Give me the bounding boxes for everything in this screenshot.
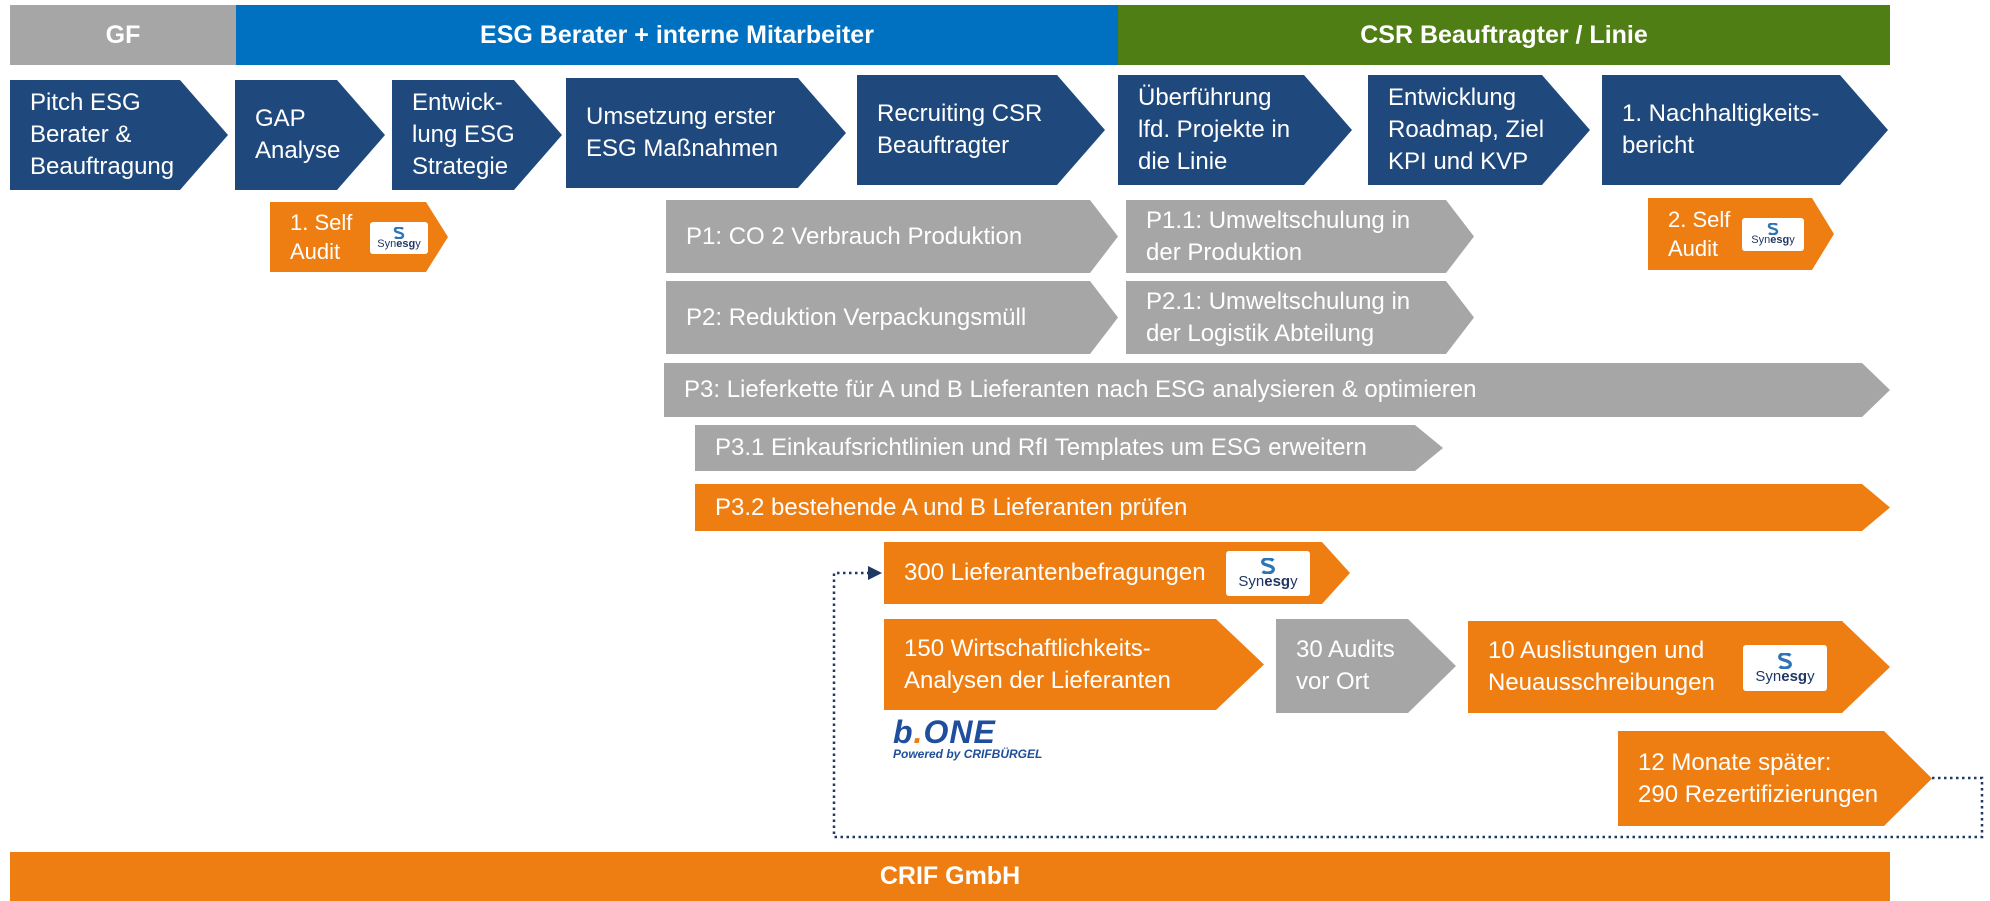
phase-measures-line2: ESG Maßnahmen	[586, 135, 779, 162]
project-p3-1: P3.1 Einkaufsrichtlinien und RfI Templat…	[695, 425, 1443, 471]
step-analysis-line1: 150 Wirtschaftlichkeits-	[904, 634, 1151, 662]
phase-gap-line2: Analyse	[255, 137, 341, 164]
self-audit-2-line1: 2. Self	[1668, 206, 1731, 232]
phase-roadmap-line3: KPI und KVP	[1388, 147, 1529, 175]
step-delisting-line1: 10 Auslistungen und	[1488, 637, 1705, 665]
phase-roadmap-line1: Entwicklung	[1388, 84, 1517, 112]
synesgy-esg: esg	[1781, 667, 1808, 685]
project-p3: P3: Lieferkette für A und B Lieferanten …	[664, 363, 1890, 417]
project-p2-1-line2: der Logistik Abteilung	[1146, 319, 1375, 347]
step-recert-line1: 12 Monate später:	[1638, 748, 1832, 776]
step-audits-line2: vor Ort	[1296, 668, 1370, 695]
synesgy-mark-icon	[1778, 652, 1792, 669]
project-p1-1-line2: der Produktion	[1146, 238, 1303, 266]
synesgy-logo: Synesgy	[1226, 551, 1310, 596]
synesgy-esg: esg	[396, 237, 416, 250]
step-recert-line2: 290 Rezertifizierungen	[1638, 780, 1879, 808]
step-economic-analysis: 150 Wirtschaftlichkeits- Analysen der Li…	[884, 619, 1264, 710]
self-audit-2-line2: Audit	[1668, 236, 1719, 261]
phase-recruiting-line2: Beauftragter	[877, 132, 1010, 159]
project-p3-label: P3: Lieferkette für A und B Lieferanten …	[684, 376, 1477, 404]
synesgy-y: y	[1789, 234, 1795, 246]
synesgy-esg: esg	[1264, 573, 1291, 590]
phase-sustainability-report: 1. Nachhaltigkeits- bericht	[1602, 75, 1888, 185]
synesgy-syn: Syn	[1755, 667, 1782, 685]
self-audit-1-line1: 1. Self	[290, 209, 353, 235]
bone-crifbuergel-logo: b.ONE Powered by CRIFBÜRGEL	[893, 716, 1073, 764]
phase-roadmap: Entwicklung Roadmap, Ziel KPI und KVP	[1368, 75, 1590, 185]
phase-transfer-line3: die Linie	[1138, 147, 1228, 175]
phase-report-line2: bericht	[1622, 132, 1695, 159]
synesgy-y: y	[1807, 667, 1815, 685]
self-audit-1-line2: Audit	[290, 239, 341, 264]
phase-pitch-line2: Berater &	[30, 121, 132, 149]
project-p3-1-label: P3.1 Einkaufsrichtlinien und RfI Templat…	[715, 434, 1367, 462]
project-p2-label: P2: Reduktion Verpackungsmüll	[686, 303, 1027, 331]
phase-pitch-line1: Pitch ESG	[30, 89, 141, 117]
footer-company-bar: CRIF GmbH	[10, 852, 1890, 901]
header-esg-label: ESG Berater + interne Mitarbeiter	[480, 20, 874, 49]
project-p1: P1: CO 2 Verbrauch Produktion	[666, 200, 1118, 273]
header-gf: GF	[10, 5, 236, 65]
bone-one: ONE	[923, 714, 996, 750]
synesgy-mark-icon	[1261, 558, 1275, 574]
phase-transfer-line1: Überführung	[1138, 84, 1272, 112]
phase-strategy-line1: Entwick-	[412, 89, 503, 117]
phase-pitch: Pitch ESG Berater & Beauftragung	[10, 80, 228, 190]
synesgy-syn: Syn	[377, 237, 397, 250]
phase-strategy-line2: lung ESG	[412, 121, 515, 149]
project-p2-1-line1: P2.1: Umweltschulung in	[1146, 287, 1411, 315]
phase-pitch-line3: Beauftragung	[30, 152, 175, 180]
project-p3-2: P3.2 bestehende A und B Lieferanten prüf…	[695, 484, 1890, 531]
phase-recruiting: Recruiting CSR Beauftragter	[857, 75, 1105, 185]
synesgy-logo: Synesgy	[370, 222, 428, 254]
bone-b: b	[893, 714, 914, 750]
phase-measures-line1: Umsetzung erster	[586, 103, 776, 131]
step-analysis-line2: Analysen der Lieferanten	[904, 666, 1171, 694]
project-p2: P2: Reduktion Verpackungsmüll	[666, 281, 1118, 354]
phase-gap-line1: GAP	[255, 105, 306, 133]
synesgy-y: y	[415, 237, 421, 250]
step-recertification: 12 Monate später: 290 Rezertifizierungen	[1618, 731, 1932, 826]
project-p2-1: P2.1: Umweltschulung in der Logistik Abt…	[1126, 281, 1474, 354]
synesgy-syn: Syn	[1238, 573, 1265, 590]
synesgy-mark-icon	[393, 226, 405, 239]
project-p3-2-label: P3.2 bestehende A und B Lieferanten prüf…	[715, 493, 1188, 521]
feedback-loop-line	[832, 571, 1984, 839]
project-p1-1-line1: P1.1: Umweltschulung in	[1146, 206, 1411, 234]
phase-transfer-to-line: Überführung lfd. Projekte in die Linie	[1118, 75, 1352, 185]
project-p1-1: P1.1: Umweltschulung in der Produktion	[1126, 200, 1474, 273]
header-csr-label: CSR Beauftragter / Linie	[1360, 20, 1648, 49]
header-esg: ESG Berater + interne Mitarbeiter	[236, 5, 1118, 65]
step-survey-label: 300 Lieferantenbefragungen	[904, 559, 1206, 587]
synesgy-syn: Syn	[1751, 234, 1771, 246]
header-gf-label: GF	[105, 20, 141, 49]
synesgy-mark-icon	[1767, 223, 1779, 235]
phase-report-line1: 1. Nachhaltigkeits-	[1622, 100, 1820, 128]
synesgy-logo: Synesgy	[1742, 218, 1804, 251]
phase-first-measures: Umsetzung erster ESG Maßnahmen	[566, 78, 846, 188]
phase-strategy-line3: Strategie	[412, 152, 509, 180]
synesgy-logo: Synesgy	[1743, 645, 1827, 691]
synesgy-esg: esg	[1770, 234, 1790, 246]
bone-powered-by: Powered by CRIFBÜRGEL	[893, 747, 1043, 761]
footer-company-name: CRIF GmbH	[879, 862, 1021, 890]
step-audits-line1: 30 Audits	[1296, 636, 1395, 664]
bone-dot: .	[913, 714, 924, 750]
phase-recruiting-line1: Recruiting CSR	[877, 100, 1043, 128]
step-delisting-line2: Neuausschreibungen	[1488, 669, 1715, 696]
synesgy-y: y	[1290, 573, 1298, 590]
header-csr: CSR Beauftragter / Linie	[1118, 5, 1890, 65]
feedback-loop-arrowhead-icon	[868, 566, 882, 580]
phase-transfer-line2: lfd. Projekte in	[1138, 116, 1291, 144]
phase-roadmap-line2: Roadmap, Ziel	[1388, 116, 1545, 144]
project-p1-label: P1: CO 2 Verbrauch Produktion	[686, 222, 1023, 250]
